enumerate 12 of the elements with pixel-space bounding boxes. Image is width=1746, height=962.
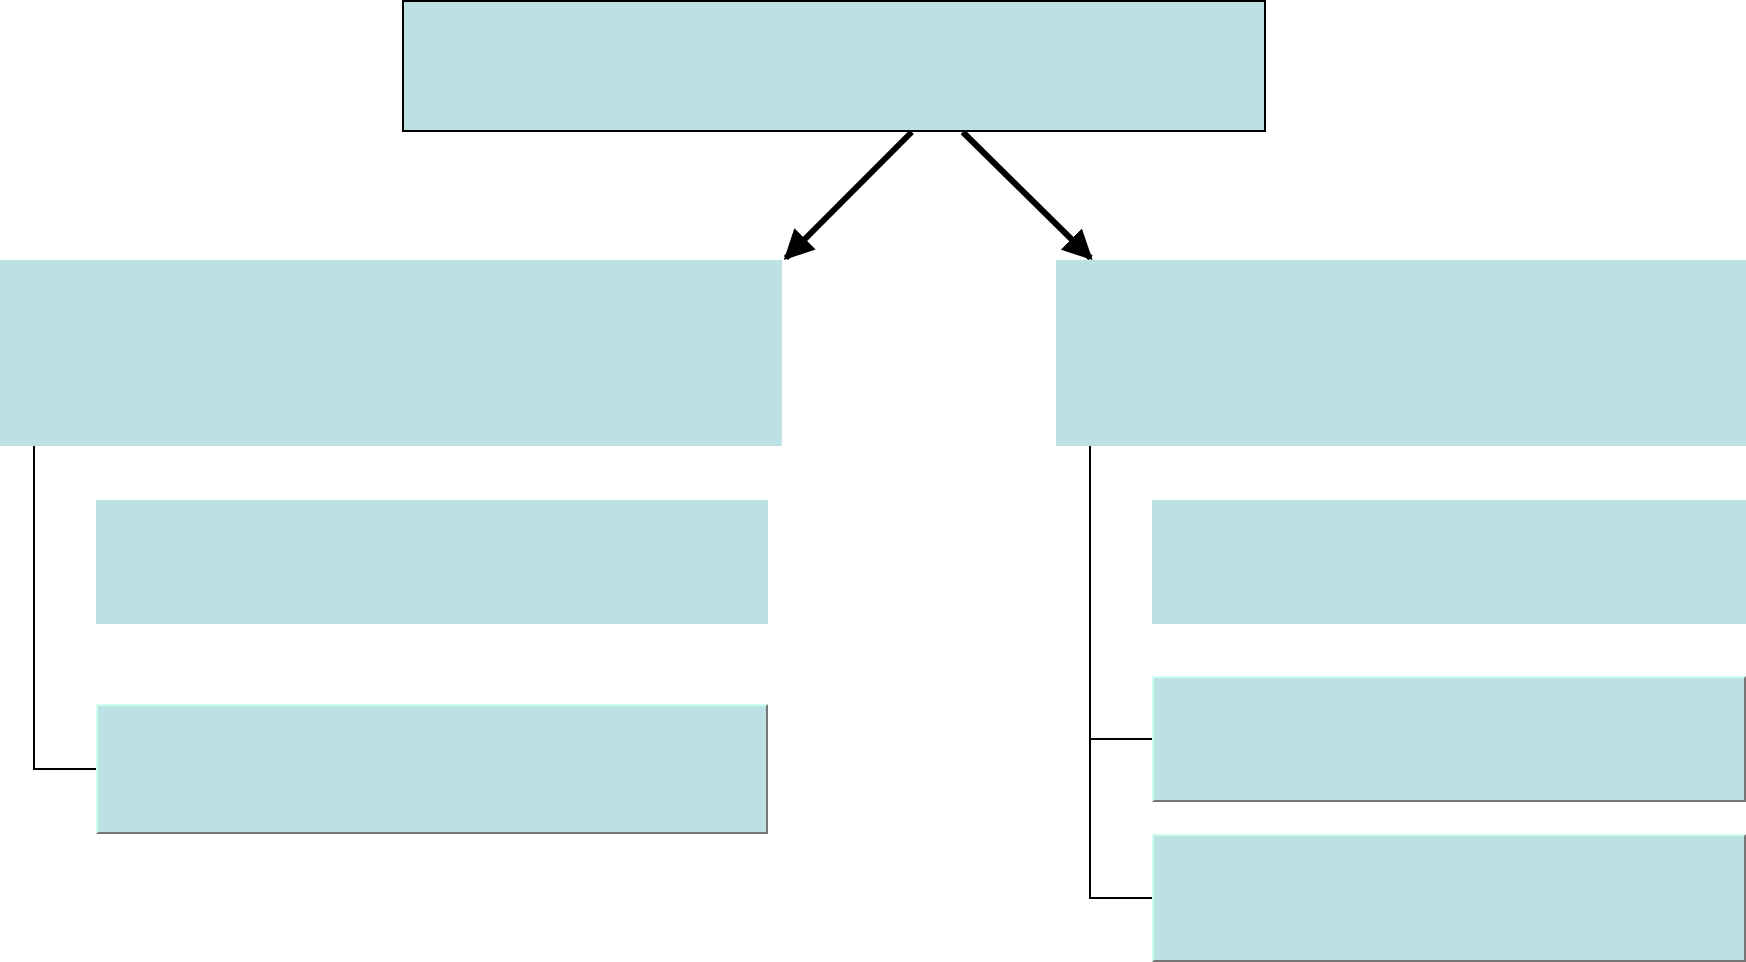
empty-box <box>1152 676 1746 802</box>
empty-box <box>402 0 1266 132</box>
empty-box <box>0 260 782 446</box>
connector-line <box>33 445 97 770</box>
arrow <box>960 129 1093 261</box>
empty-box <box>1152 834 1746 962</box>
empty-box <box>1152 500 1746 624</box>
connector-line <box>1089 445 1153 899</box>
empty-box <box>96 704 768 834</box>
empty-box <box>96 500 768 624</box>
empty-box <box>1056 260 1746 446</box>
arrow <box>783 129 914 261</box>
